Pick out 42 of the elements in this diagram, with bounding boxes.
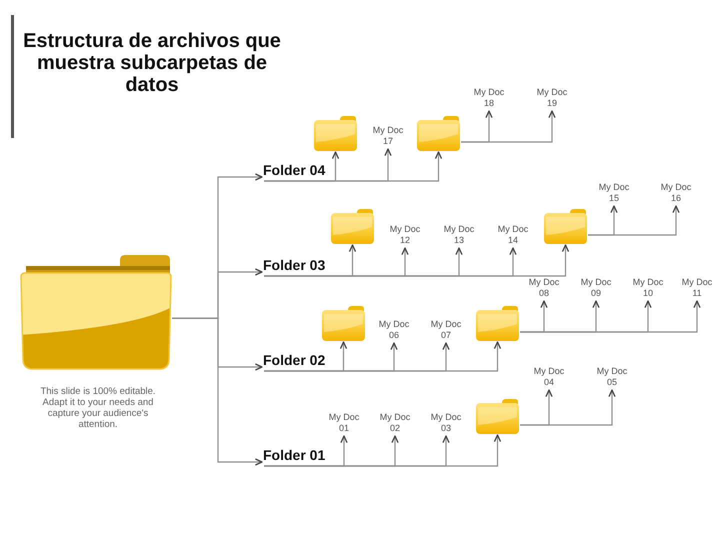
document-label: My Doc 19 bbox=[534, 87, 570, 111]
folder-icon bbox=[543, 208, 588, 245]
document-label: My Doc 09 bbox=[578, 277, 614, 301]
connector-arrow bbox=[461, 110, 556, 143]
connector-arrow bbox=[588, 205, 680, 236]
document-label: My Doc 16 bbox=[658, 182, 694, 206]
connector-arrow bbox=[264, 434, 502, 467]
description-text: This slide is 100% editable. Adapt it to your needs and capture your audience's attention. bbox=[39, 386, 157, 430]
large-folder-icon bbox=[20, 255, 172, 370]
document-label: My Doc 13 bbox=[441, 224, 477, 248]
document-label: My Doc 08 bbox=[526, 277, 562, 301]
document-label: My Doc 06 bbox=[376, 319, 412, 343]
connector-arrow bbox=[172, 318, 263, 466]
folder-icon bbox=[330, 208, 375, 245]
document-label: My Doc 15 bbox=[596, 182, 632, 206]
document-label: My Doc 17 bbox=[370, 125, 406, 149]
folder-icon bbox=[321, 305, 366, 342]
document-label: My Doc 18 bbox=[471, 87, 507, 111]
title: Estructura de archivos que muestra subcarpetas de datos bbox=[22, 30, 282, 96]
document-label: My Doc 05 bbox=[594, 366, 630, 390]
folder-label: Folder 02 bbox=[262, 352, 330, 371]
connector-arrow bbox=[520, 389, 616, 426]
folder-label: Folder 01 bbox=[262, 447, 330, 466]
folder-label: Folder 04 bbox=[262, 162, 330, 181]
document-label: My Doc 12 bbox=[387, 224, 423, 248]
folder-label: Folder 03 bbox=[262, 257, 330, 276]
connector-arrow bbox=[264, 341, 502, 372]
document-label: My Doc 14 bbox=[495, 224, 531, 248]
folder-icon bbox=[475, 398, 520, 435]
document-label: My Doc 10 bbox=[630, 277, 666, 301]
connector-arrow bbox=[520, 300, 701, 333]
document-label: My Doc 07 bbox=[428, 319, 464, 343]
document-label: My Doc 11 bbox=[679, 277, 715, 301]
folder-icon bbox=[313, 115, 358, 152]
folder-icon bbox=[475, 305, 520, 342]
document-label: My Doc 02 bbox=[377, 412, 413, 436]
connector-arrow bbox=[264, 244, 570, 277]
document-label: My Doc 04 bbox=[531, 366, 567, 390]
document-label: My Doc 01 bbox=[326, 412, 362, 436]
document-label: My Doc 03 bbox=[428, 412, 464, 436]
connector-arrow bbox=[264, 151, 442, 182]
folder-icon bbox=[416, 115, 461, 152]
